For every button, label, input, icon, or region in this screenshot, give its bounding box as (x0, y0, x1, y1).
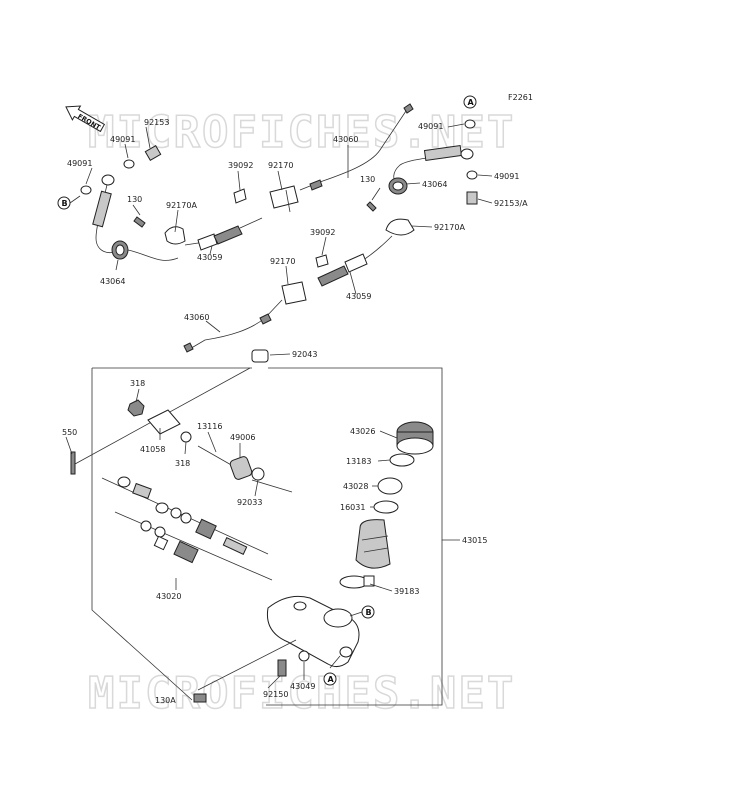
label-318-b: 318 (175, 459, 190, 468)
label-49091-b: 49091 (67, 159, 92, 168)
label-92153: 92153 (144, 118, 169, 127)
label-39183: 39183 (394, 587, 419, 596)
label-13116: 13116 (197, 422, 222, 431)
label-49091-a: 49091 (110, 135, 135, 144)
label-49091-d: 49091 (494, 172, 519, 181)
leader-lines-upper-left (85, 126, 349, 271)
label-43064-a: 43064 (100, 277, 125, 286)
bolt-92150 (277, 659, 287, 677)
callout-a-top: A (463, 95, 477, 109)
label-13183: 13183 (346, 457, 371, 466)
label-92033: 92033 (237, 498, 262, 507)
figure-id: F2261 (508, 93, 533, 102)
label-43060-a: 43060 (333, 135, 358, 144)
left-hose-assembly (80, 103, 414, 261)
label-43020: 43020 (156, 592, 181, 601)
label-130-b: 130 (360, 175, 375, 184)
label-43049: 43049 (290, 682, 315, 691)
svg-text:B: B (62, 199, 68, 208)
callout-a-lower: A (323, 672, 337, 686)
label-92170A-a: 92170A (166, 201, 197, 210)
clevis-41058 (147, 409, 181, 435)
nut-318 (127, 399, 145, 417)
label-92170A-b: 92170A (434, 223, 465, 232)
label-130-a: 130 (127, 195, 142, 204)
label-16031: 16031 (340, 503, 365, 512)
svg-text:A: A (328, 675, 335, 684)
callout-b-left: B (57, 195, 81, 210)
svg-text:B: B (366, 608, 372, 617)
part-labels: 92153 49091 49091 130 92170A 43064 39092… (62, 118, 528, 705)
right-hose-assembly (183, 119, 478, 353)
label-39092-b: 39092 (310, 228, 335, 237)
label-550: 550 (62, 428, 77, 437)
label-92170-a: 92170 (268, 161, 293, 170)
bolt-130A (193, 693, 207, 703)
callout-b-lower: B (361, 605, 375, 619)
fitting-92043 (251, 349, 269, 363)
label-130A: 130A (155, 696, 176, 705)
label-39092-a: 39092 (228, 161, 253, 170)
label-92153A: 92153/A (494, 199, 528, 208)
label-43064-b: 43064 (422, 180, 447, 189)
label-92170-b: 92170 (270, 257, 295, 266)
label-92150: 92150 (263, 690, 288, 699)
label-43059-b: 43059 (346, 292, 371, 301)
label-92043: 92043 (292, 350, 317, 359)
label-41058: 41058 (140, 445, 165, 454)
label-43028: 43028 (343, 482, 368, 491)
watermark-top: MICROFICHES.NET (88, 107, 515, 158)
svg-text:A: A (468, 98, 475, 107)
label-43059-a: 43059 (197, 253, 222, 262)
label-49006: 49006 (230, 433, 255, 442)
label-49091-c: 49091 (418, 122, 443, 131)
label-43026: 43026 (350, 427, 375, 436)
label-43015: 43015 (462, 536, 487, 545)
pin-550 (70, 451, 76, 475)
watermark-bottom: MICROFICHES.NET (88, 668, 515, 719)
leader-lines-lower (65, 388, 398, 689)
label-43060-b: 43060 (184, 313, 209, 322)
master-cylinder-box (70, 367, 460, 706)
leader-lines-upper-right (205, 123, 493, 356)
label-318-a: 318 (130, 379, 145, 388)
